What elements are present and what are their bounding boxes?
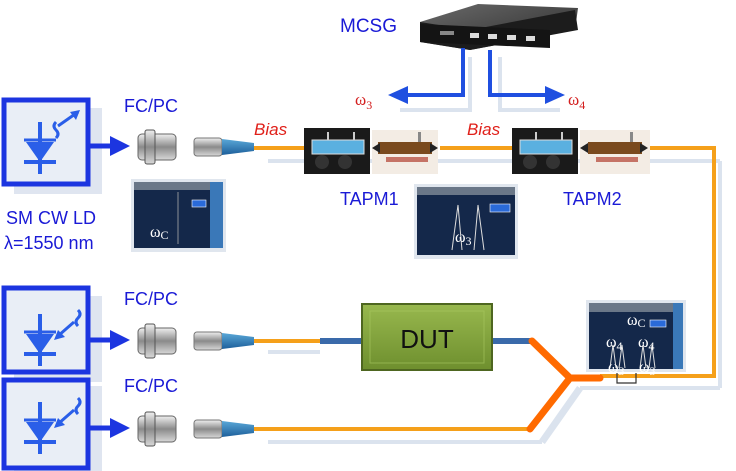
tapm2-label: TAPM2 xyxy=(563,189,622,209)
arrow-icon xyxy=(110,136,130,156)
fc-connector-2 xyxy=(137,323,254,359)
tapm2-modulator: TAPM2 xyxy=(512,128,650,209)
arrow-icon xyxy=(110,418,130,438)
svg-text:ω3: ω3 xyxy=(608,359,625,378)
omega4-label: ω4 xyxy=(568,90,585,112)
svg-text:ωC: ωC xyxy=(150,224,169,242)
svg-text:ωC: ωC xyxy=(627,312,646,330)
ld3-source: FC/PC xyxy=(1,376,178,471)
svg-text:ω3: ω3 xyxy=(639,359,656,378)
svg-text:ω4: ω4 xyxy=(638,334,655,353)
tapm1-label: TAPM1 xyxy=(340,189,399,209)
spectrum-screen-2: ω3 xyxy=(414,184,518,259)
svg-text:ω3: ω3 xyxy=(455,229,472,248)
photodetector-bracket xyxy=(616,373,637,384)
omega3-label: ω3 xyxy=(355,90,372,112)
connector-label: FC/PC xyxy=(124,376,178,396)
ld1-label-line1: SM CW LD xyxy=(6,208,96,228)
ld1-label-line2: λ=1550 nm xyxy=(4,233,94,253)
svg-text:ω4: ω4 xyxy=(606,334,623,353)
arrow-icon xyxy=(110,330,130,350)
fc-connector-3 xyxy=(137,411,254,447)
ld2-source: FC/PC xyxy=(1,285,178,382)
connector-label: FC/PC xyxy=(124,96,178,116)
dut-label: DUT xyxy=(400,324,454,354)
fiber-top xyxy=(254,146,716,378)
tapm1-modulator: TAPM1 xyxy=(304,128,438,209)
ld1-source: SM CW LD λ=1550 nm FC/PC xyxy=(1,96,178,253)
mcsg-rack-icon xyxy=(420,4,578,50)
omega4-arrow xyxy=(488,50,565,112)
spectrum-screen-1: ωC xyxy=(131,179,226,252)
ld2-box xyxy=(1,285,91,375)
bias-label-1: Bias xyxy=(254,120,288,139)
omega3-arrow xyxy=(388,48,472,112)
mcsg-generator: MCSG ω3 ω4 xyxy=(340,4,585,112)
mcsg-label: MCSG xyxy=(340,16,397,37)
fc-connector-1 xyxy=(137,129,254,165)
fiber-coupler xyxy=(526,337,604,433)
connector-label: FC/PC xyxy=(124,289,178,309)
dut-block: DUT xyxy=(361,303,493,371)
bias-label-2: Bias xyxy=(467,120,501,139)
spectrum-screen-3: ωC ω4 ω4 ω3 ω3 xyxy=(586,300,686,384)
